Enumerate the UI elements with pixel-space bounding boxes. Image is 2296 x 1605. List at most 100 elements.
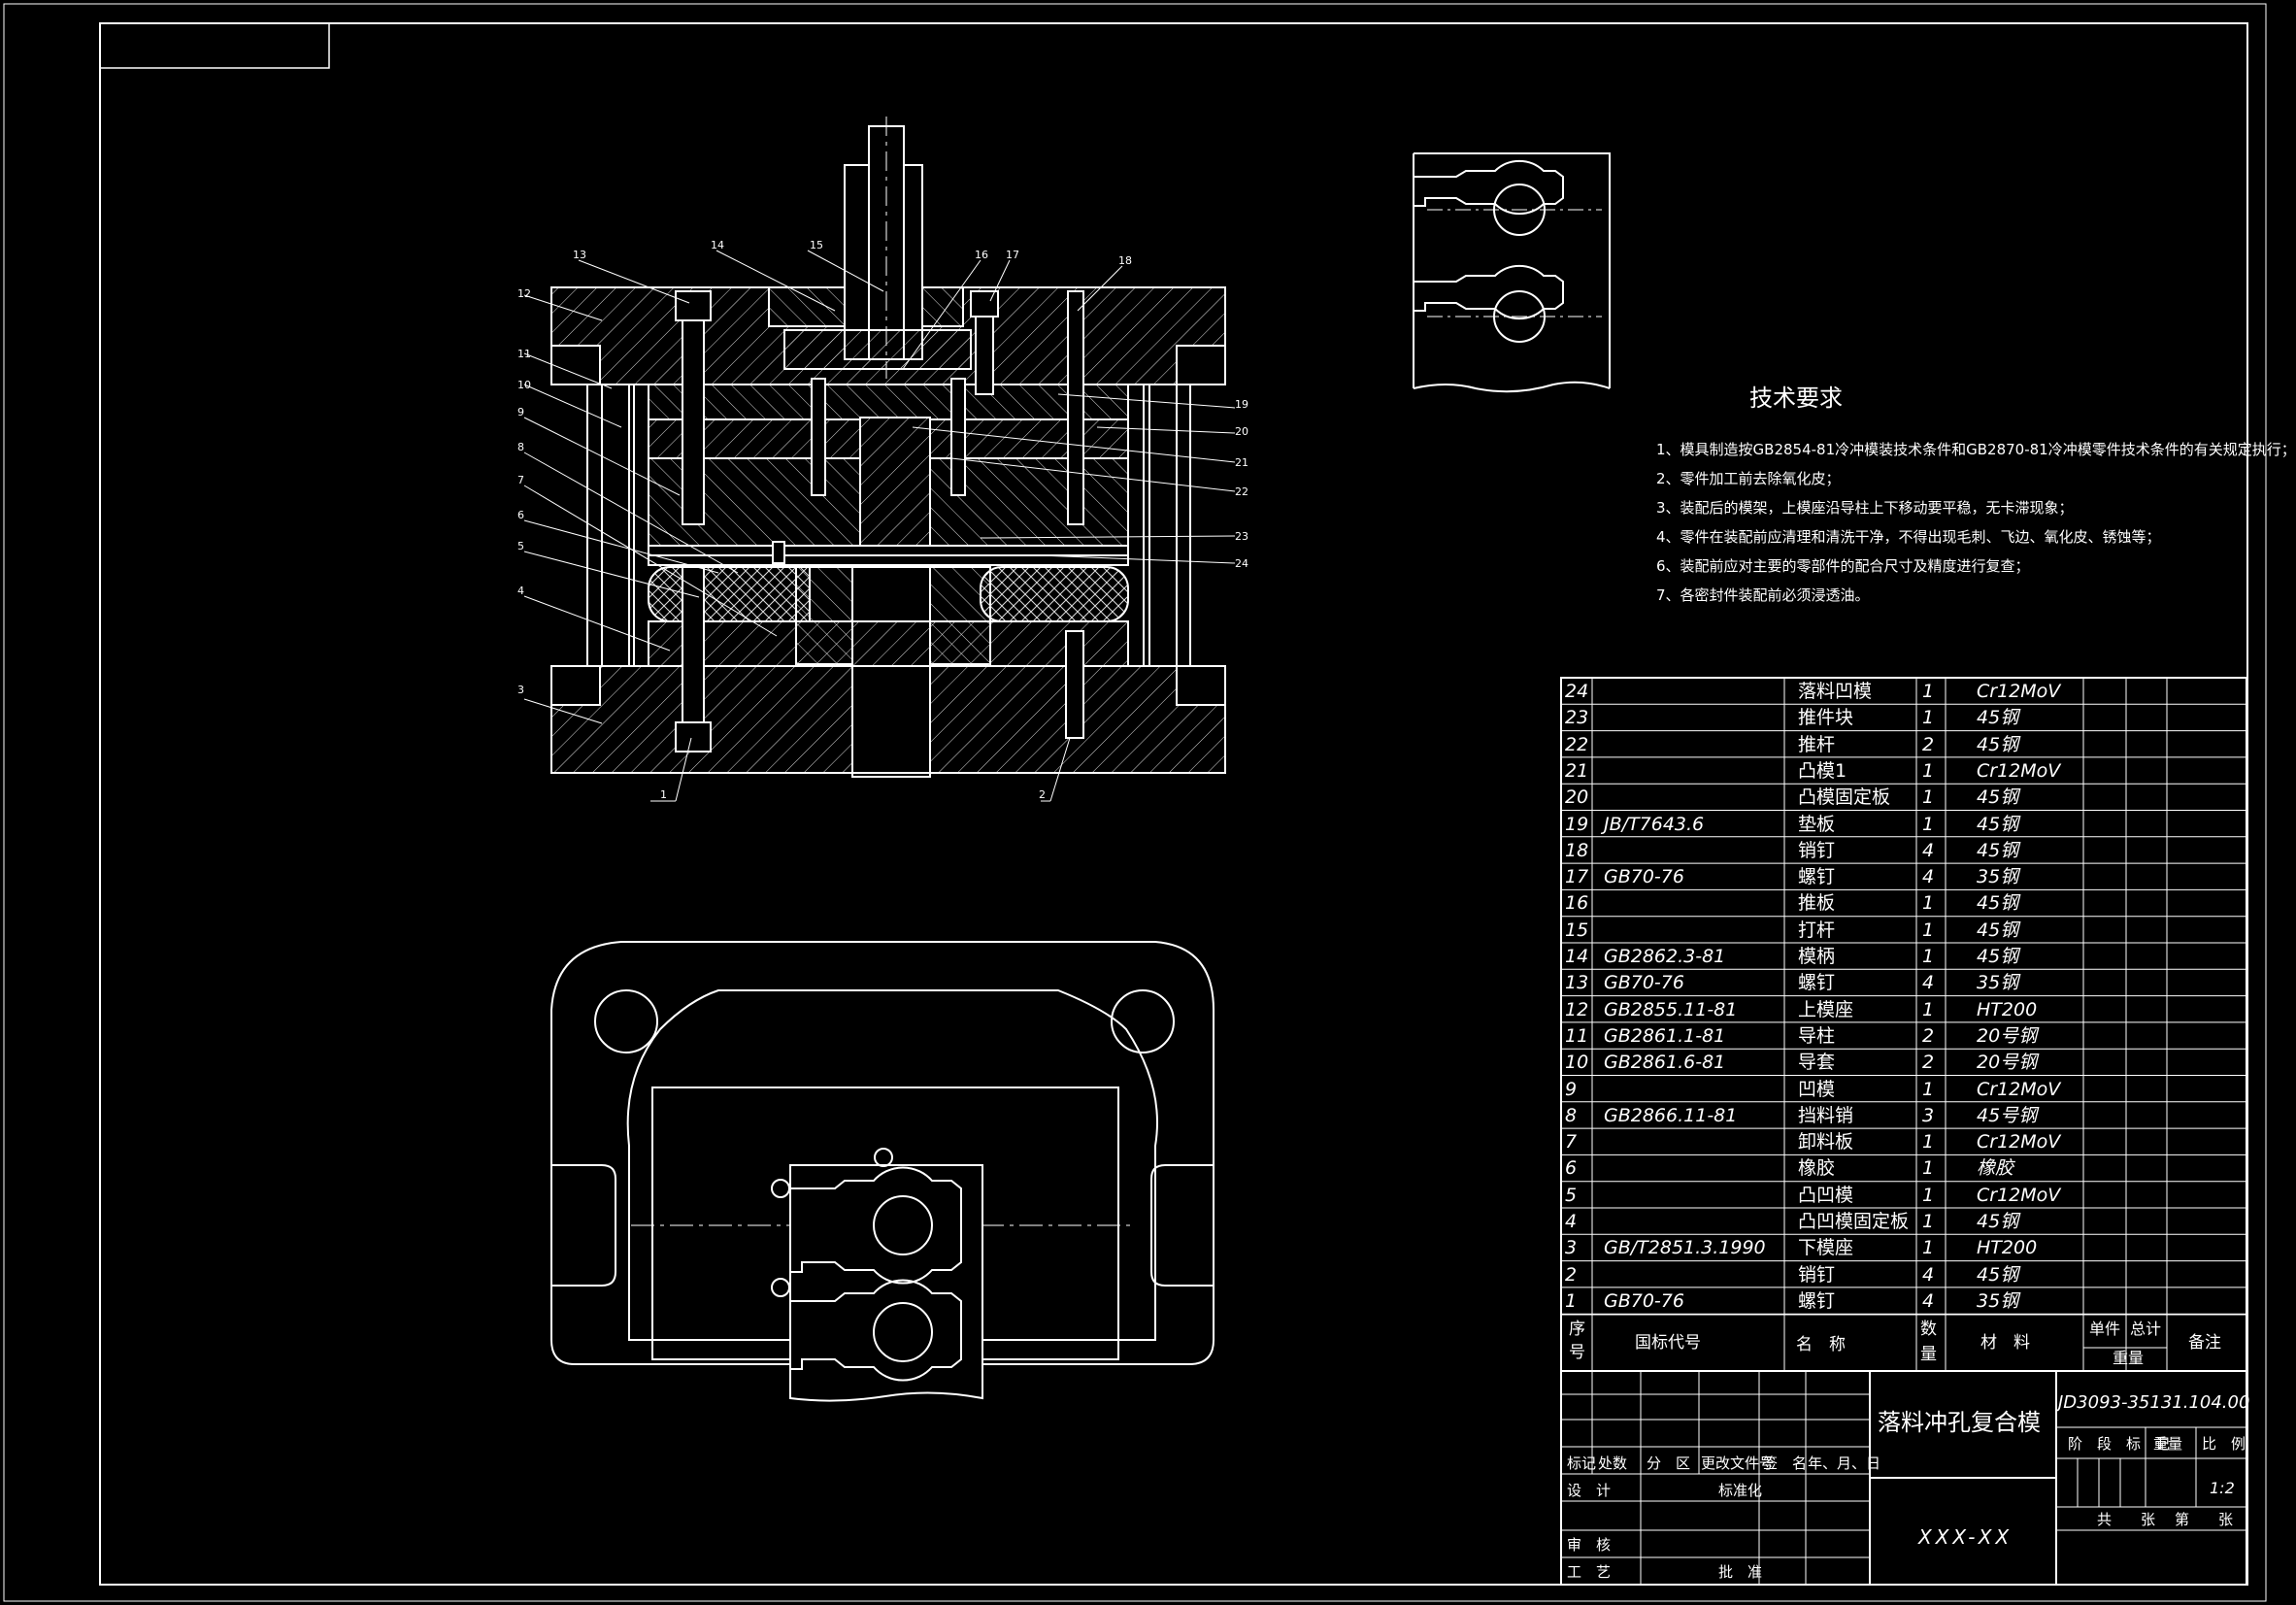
parts-qty: 4 <box>1922 866 1935 888</box>
parts-qty: 1 <box>1922 1211 1935 1232</box>
leader-8: 8 <box>517 441 524 453</box>
parts-material: 橡胶 <box>1977 1157 2014 1180</box>
parts-code: GB2861.6-81 <box>1604 1052 1726 1074</box>
leader-lines <box>523 250 1236 802</box>
parts-code: JB/T7643.6 <box>1604 813 1705 835</box>
tb-zone: 分 区 <box>1647 1455 1691 1472</box>
tb-weight: 重量 <box>2153 1435 2183 1453</box>
leader-1: 1 <box>660 788 667 801</box>
parts-no: 4 <box>1565 1211 1578 1232</box>
parts-no: 3 <box>1565 1237 1578 1259</box>
tb-review: 审 核 <box>1567 1536 1612 1554</box>
tb-mark: 标记 <box>1567 1455 1597 1472</box>
parts-code: GB2861.1-81 <box>1604 1024 1726 1047</box>
parts-code: GB70-76 <box>1604 866 1684 888</box>
parts-code: GB/T2851.3.1990 <box>1604 1237 1766 1259</box>
parts-no: 11 <box>1565 1024 1589 1047</box>
parts-name: 下模座 <box>1798 1237 1854 1259</box>
parts-qty: 1 <box>1922 1078 1935 1100</box>
tech-req-4: 4、零件在装配前应清理和清洗干净，不得出现毛刺、飞边、氧化皮、锈蚀等； <box>1656 528 2161 546</box>
parts-name: 凸凹模 <box>1798 1184 1854 1206</box>
leader-4: 4 <box>517 585 524 597</box>
drawing-number: JD3093-35131.104.00 <box>2058 1392 2250 1413</box>
parts-name: 推杆 <box>1798 733 1836 755</box>
leader-14: 14 <box>711 239 724 251</box>
parts-code: GB2866.11-81 <box>1604 1104 1738 1126</box>
parts-name: 凸模1 <box>1798 759 1847 782</box>
parts-material: Cr12MoV <box>1977 1131 2061 1154</box>
parts-no: 22 <box>1565 733 1589 755</box>
hdr-name: 名 称 <box>1796 1335 1846 1354</box>
parts-no: 19 <box>1565 813 1589 835</box>
parts-material: 35钢 <box>1977 972 2019 994</box>
parts-no: 9 <box>1565 1078 1578 1100</box>
parts-material: 45钢 <box>1977 786 2019 809</box>
parts-material: 45号钢 <box>1977 1104 2038 1126</box>
strip-layout <box>1413 152 1611 393</box>
leader-12: 12 <box>517 287 531 300</box>
hdr-weight: 重量 <box>2113 1349 2145 1367</box>
parts-qty: 3 <box>1922 1104 1935 1126</box>
parts-name: 橡胶 <box>1798 1157 1836 1180</box>
parts-qty: 2 <box>1922 1052 1935 1074</box>
parts-material: 45钢 <box>1977 733 2019 755</box>
parts-no: 18 <box>1565 839 1589 861</box>
leader-20: 20 <box>1235 425 1248 438</box>
tb-stage: 阶 段 标 记 <box>2068 1435 2171 1453</box>
parts-material: 45钢 <box>1977 1211 2019 1232</box>
parts-qty: 2 <box>1922 1024 1935 1047</box>
leader-21: 21 <box>1235 456 1248 469</box>
parts-qty: 4 <box>1922 1263 1935 1286</box>
section-view <box>550 117 1226 778</box>
parts-material: 45钢 <box>1977 946 2019 967</box>
parts-material: Cr12MoV <box>1977 1184 2061 1206</box>
parts-qty: 1 <box>1922 946 1935 967</box>
leader-23: 23 <box>1235 530 1248 543</box>
hdr-remarks: 备注 <box>2188 1333 2221 1353</box>
parts-material: HT200 <box>1977 998 2038 1020</box>
parts-material: 20号钢 <box>1977 1052 2038 1074</box>
parts-no: 16 <box>1565 892 1589 915</box>
tb-process: 工 艺 <box>1567 1563 1612 1581</box>
parts-qty: 4 <box>1922 839 1935 861</box>
parts-qty: 4 <box>1922 972 1935 994</box>
tech-req-1: 1、模具制造按GB2854-81冷冲模装技术条件和GB2870-81冷冲模零件技… <box>1656 441 2296 458</box>
parts-name: 销钉 <box>1798 839 1836 861</box>
leader-18: 18 <box>1118 254 1132 267</box>
leader-7: 7 <box>517 474 524 486</box>
parts-material: 45钢 <box>1977 892 2019 915</box>
drawing-name: 落料冲孔复合模 <box>1878 1409 2041 1436</box>
parts-name: 落料凹模 <box>1798 681 1873 702</box>
tb-scale: 比 例 <box>2202 1435 2246 1453</box>
leader-15: 15 <box>810 239 823 251</box>
tb-approve: 批 准 <box>1718 1563 1763 1581</box>
leader-9: 9 <box>517 406 524 418</box>
parts-name: 销钉 <box>1798 1263 1836 1286</box>
parts-name: 螺钉 <box>1798 866 1836 888</box>
tech-requirements-title: 技术要求 <box>1749 385 1843 412</box>
hdr-qty-a: 数 <box>1920 1320 1937 1339</box>
parts-name: 螺钉 <box>1798 972 1836 994</box>
parts-material: 35钢 <box>1977 1289 2019 1312</box>
parts-material: 45钢 <box>1977 1263 2019 1286</box>
parts-name: 导柱 <box>1798 1024 1836 1047</box>
parts-no: 24 <box>1565 681 1589 702</box>
parts-material: 35钢 <box>1977 866 2019 888</box>
parts-name: 打杆 <box>1798 919 1836 941</box>
parts-no: 14 <box>1565 946 1589 967</box>
parts-qty: 1 <box>1922 1131 1935 1154</box>
parts-no: 8 <box>1565 1104 1578 1126</box>
parts-name: 导套 <box>1798 1052 1836 1074</box>
parts-no: 15 <box>1565 919 1589 941</box>
parts-name: 凸模固定板 <box>1798 786 1891 809</box>
parts-no: 12 <box>1565 998 1589 1020</box>
parts-name: 螺钉 <box>1798 1289 1836 1312</box>
parts-no: 1 <box>1565 1289 1578 1312</box>
parts-code: GB70-76 <box>1604 972 1684 994</box>
parts-qty: 1 <box>1922 813 1935 835</box>
tb-design: 设 计 <box>1567 1482 1612 1499</box>
parts-name: 挡料销 <box>1798 1104 1854 1126</box>
hdr-code: 国标代号 <box>1635 1333 1701 1353</box>
parts-qty: 1 <box>1922 786 1935 809</box>
parts-list-grid <box>1560 677 2247 1372</box>
